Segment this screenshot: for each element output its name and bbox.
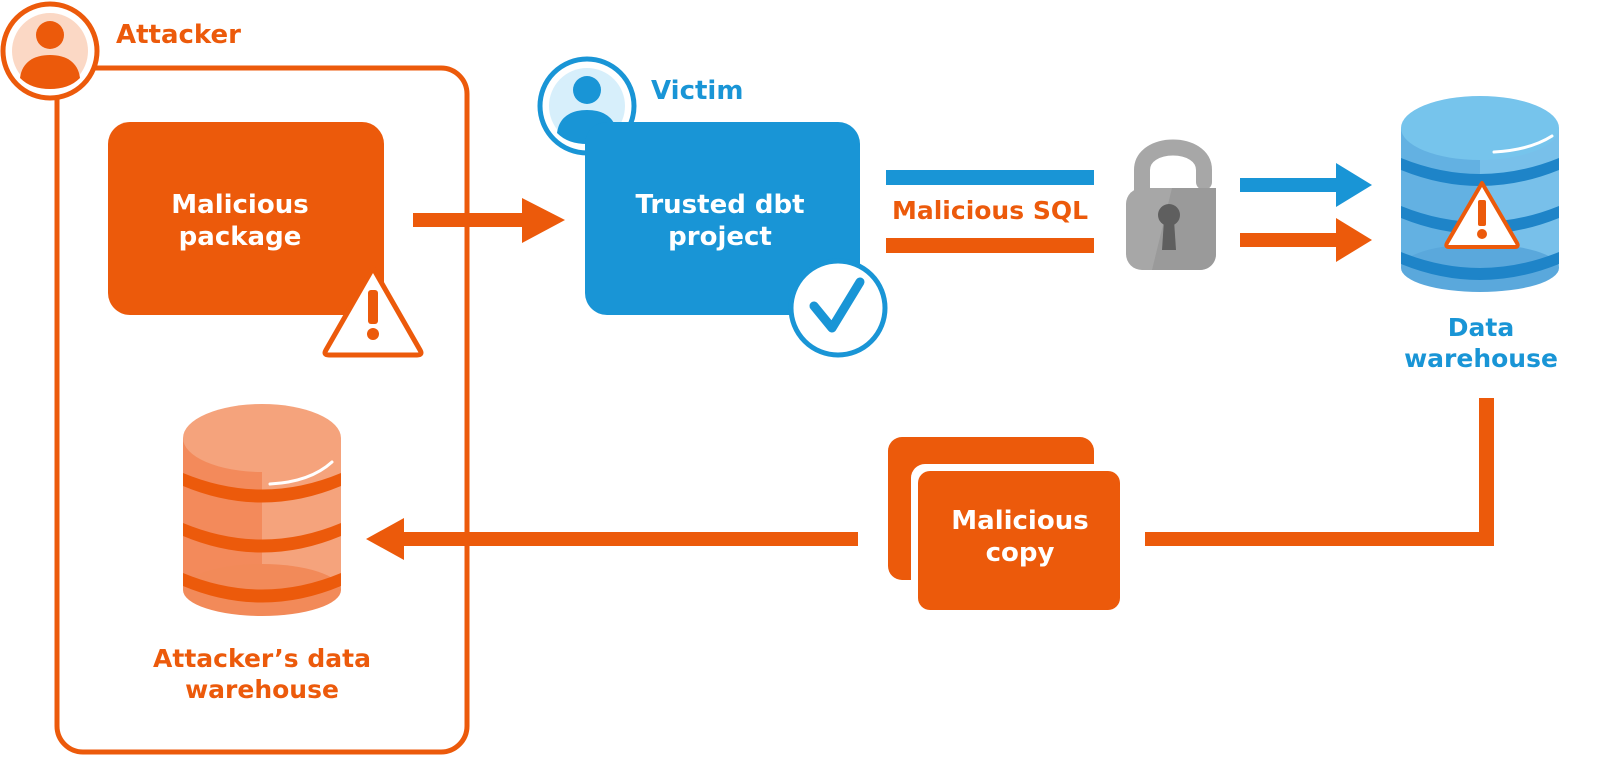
trusted-project-line2: project — [668, 221, 772, 252]
malicious-sql-label: Malicious SQL — [891, 196, 1089, 225]
attacker-avatar — [0, 1, 100, 101]
sql-bar-bottom — [886, 238, 1094, 253]
victim-label: Victim — [651, 76, 744, 106]
warning-icon — [1444, 181, 1520, 249]
trusted-project-label: Trusted dbt project — [600, 190, 840, 253]
malicious-copy-label: Malicious copy — [920, 506, 1120, 569]
attacker-label: Attacker — [116, 20, 241, 50]
data-warehouse-line2: warehouse — [1404, 343, 1558, 373]
attacker-warehouse-line1: Attacker’s data — [153, 644, 371, 673]
malicious-copy-line2: copy — [985, 537, 1055, 568]
warning-icon — [322, 265, 424, 358]
attacker-region — [54, 65, 470, 755]
arrow-package-to-project — [413, 198, 565, 243]
malicious-package-line1: Malicious — [171, 190, 309, 220]
arrow-to-warehouse-blue — [1240, 163, 1372, 207]
attacker-warehouse-database — [183, 404, 341, 616]
malicious-package-label: Malicious package — [140, 190, 340, 253]
malicious-copy-line1: Malicious — [951, 506, 1089, 536]
data-warehouse-line1: Data — [1447, 313, 1515, 342]
malicious-package-line2: package — [178, 221, 302, 252]
attacker-warehouse-line2: warehouse — [185, 674, 339, 704]
exfiltration-path — [366, 398, 1494, 560]
unlocked-padlock-icon — [1126, 139, 1216, 270]
arrow-to-warehouse-orange — [1240, 218, 1372, 262]
checkmark-icon — [788, 258, 888, 358]
person-icon — [20, 21, 80, 89]
attacker-warehouse-label: Attacker’s data warehouse — [112, 644, 412, 705]
data-warehouse-label: Data warehouse — [1385, 313, 1577, 374]
trusted-project-box — [585, 122, 860, 315]
malicious-copy-cards — [888, 437, 1126, 616]
malicious-package-box — [108, 122, 384, 315]
sql-bar-top — [886, 170, 1094, 185]
trusted-project-line1: Trusted dbt — [635, 190, 805, 220]
